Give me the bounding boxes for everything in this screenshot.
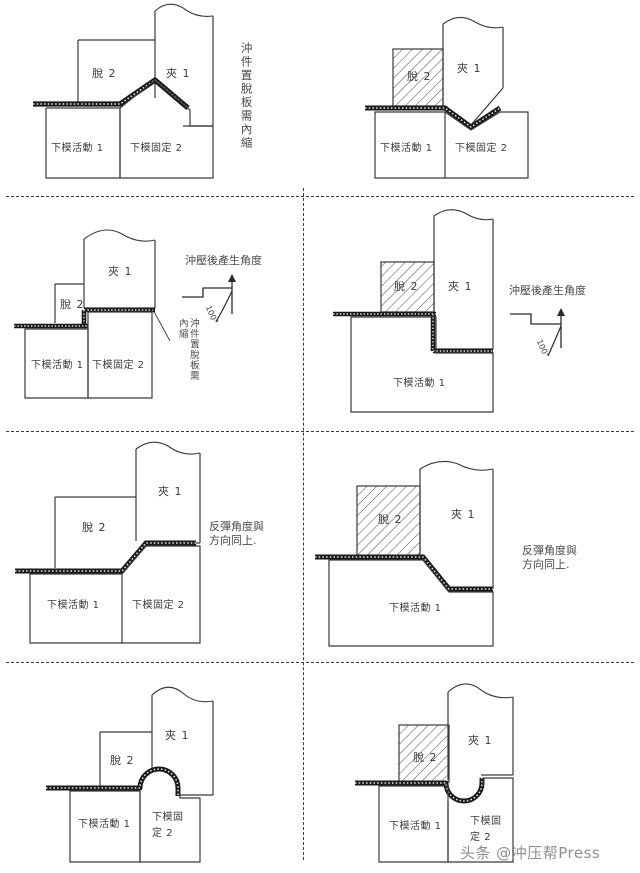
panel-7-label-stripper: 脫 2 [110, 754, 135, 767]
divider-row2-row3 [6, 431, 634, 432]
panel-2: 脫 2 夾 1 下模活動 1 下模固定 2 [303, 0, 640, 196]
panel-8-lf-num: 2 [484, 832, 492, 843]
panel-7-lf-num: 2 [166, 828, 174, 839]
panel-5-label-lower-movable: 下模活動 1 [47, 600, 100, 611]
panel-5-label-lower-fixed: 下模固定 2 [132, 600, 185, 611]
panel-2-label-lower-fixed: 下模固定 2 [455, 143, 508, 154]
panel-7-label-lower-fixed-2: 定 2 [152, 824, 173, 839]
panel-1: 脫 2 夾 1 下模活動 1 下模固定 2 沖件置脫板需內縮 [0, 0, 303, 196]
panel-4-label-lower-movable: 下模活動 1 [393, 378, 446, 389]
panel-5-label-clamp: 夾 1 [158, 485, 183, 498]
panel-2-label-stripper: 脫 2 [407, 70, 432, 83]
panel-3-label-stripper: 脫 2 [60, 298, 85, 311]
panel-6-label-stripper: 脫 2 [378, 513, 403, 526]
panel-3-drawing [14, 229, 236, 399]
watermark: 头条 @冲压帮Press [460, 844, 601, 862]
panel-5-label-stripper: 脫 2 [82, 521, 107, 534]
panel-5-note-springback: 反彈角度與 方向同上. [209, 520, 264, 547]
panel-2-label-lower-movable: 下模活動 1 [380, 143, 433, 154]
panel-1-label-stripper: 脫 2 [92, 67, 117, 80]
panel-1-note-inset: 沖件置脫板需內縮 [239, 42, 254, 150]
panel-3-label-lower-movable: 下模活動 1 [31, 360, 84, 371]
panel-3-note-angle: 沖壓後產生角度 [185, 254, 262, 267]
panel-7-label-lower-movable: 下模活動 1 [78, 819, 131, 830]
divider-row3-row4 [6, 662, 634, 663]
panel-6: 脫 2 夾 1 下模活動 1 反彈角度與 方向同上. [303, 431, 640, 662]
panel-7-label-clamp: 夾 1 [165, 729, 190, 742]
panel-8: 脫 2 夾 1 下模活動 1 下模固 定 2 [303, 662, 640, 873]
panel-8-label-lower-movable: 下模活動 1 [389, 821, 442, 832]
panel-8-lf-text: 定 [470, 832, 481, 843]
panel-8-drawing [355, 683, 514, 863]
panel-3-label-clamp: 夾 1 [108, 265, 133, 278]
panel-5-drawing [15, 441, 201, 644]
panel-6-drawing [315, 460, 494, 647]
panel-8-label-lower-fixed-2: 定 2 [470, 828, 491, 843]
panel-1-label-clamp: 夾 1 [166, 67, 191, 80]
panel-3: 夾 1 脫 2 下模活動 1 下模固定 2 沖壓後產生角度 100° 沖件置脫板… [0, 196, 303, 431]
panel-7-lf-text: 定 [152, 828, 163, 839]
divider-row1-row2 [6, 196, 634, 197]
panel-4: 脫 2 夾 1 下模活動 1 沖壓後產生角度 100° [303, 196, 640, 431]
panel-2-drawing [365, 16, 529, 179]
panel-4-drawing [333, 209, 565, 413]
panel-6-note-springback: 反彈角度與 方向同上. [522, 544, 577, 571]
panel-1-label-lower-fixed: 下模固定 2 [130, 143, 183, 154]
panel-8-label-lower-fixed-1: 下模固 [470, 816, 502, 827]
panel-4-label-clamp: 夾 1 [448, 280, 473, 293]
panel-3-label-lower-fixed: 下模固定 2 [92, 360, 145, 371]
panel-4-label-stripper: 脫 2 [394, 280, 419, 293]
panel-6-label-lower-movable: 下模活動 1 [389, 603, 442, 614]
panel-6-label-clamp: 夾 1 [451, 508, 476, 521]
panel-4-note-angle: 沖壓後產生角度 [509, 284, 586, 297]
panel-8-label-stripper: 脫 2 [413, 751, 438, 764]
panel-7: 夾 1 脫 2 下模活動 1 下模固 定 2 [0, 662, 303, 873]
panel-1-label-lower-movable: 下模活動 1 [51, 143, 104, 154]
panel-3-note-inset: 沖件置脫板需內縮 [176, 318, 199, 381]
panel-7-label-lower-fixed-1: 下模固 [152, 812, 184, 823]
divider-vertical-center [303, 188, 304, 860]
panel-5: 夾 1 脫 2 下模活動 1 下模固定 2 反彈角度與 方向同上. [0, 431, 303, 662]
panel-2-label-clamp: 夾 1 [457, 62, 482, 75]
panel-1-drawing [33, 3, 214, 179]
panel-7-drawing [46, 686, 214, 863]
panel-8-label-clamp: 夾 1 [468, 734, 493, 747]
